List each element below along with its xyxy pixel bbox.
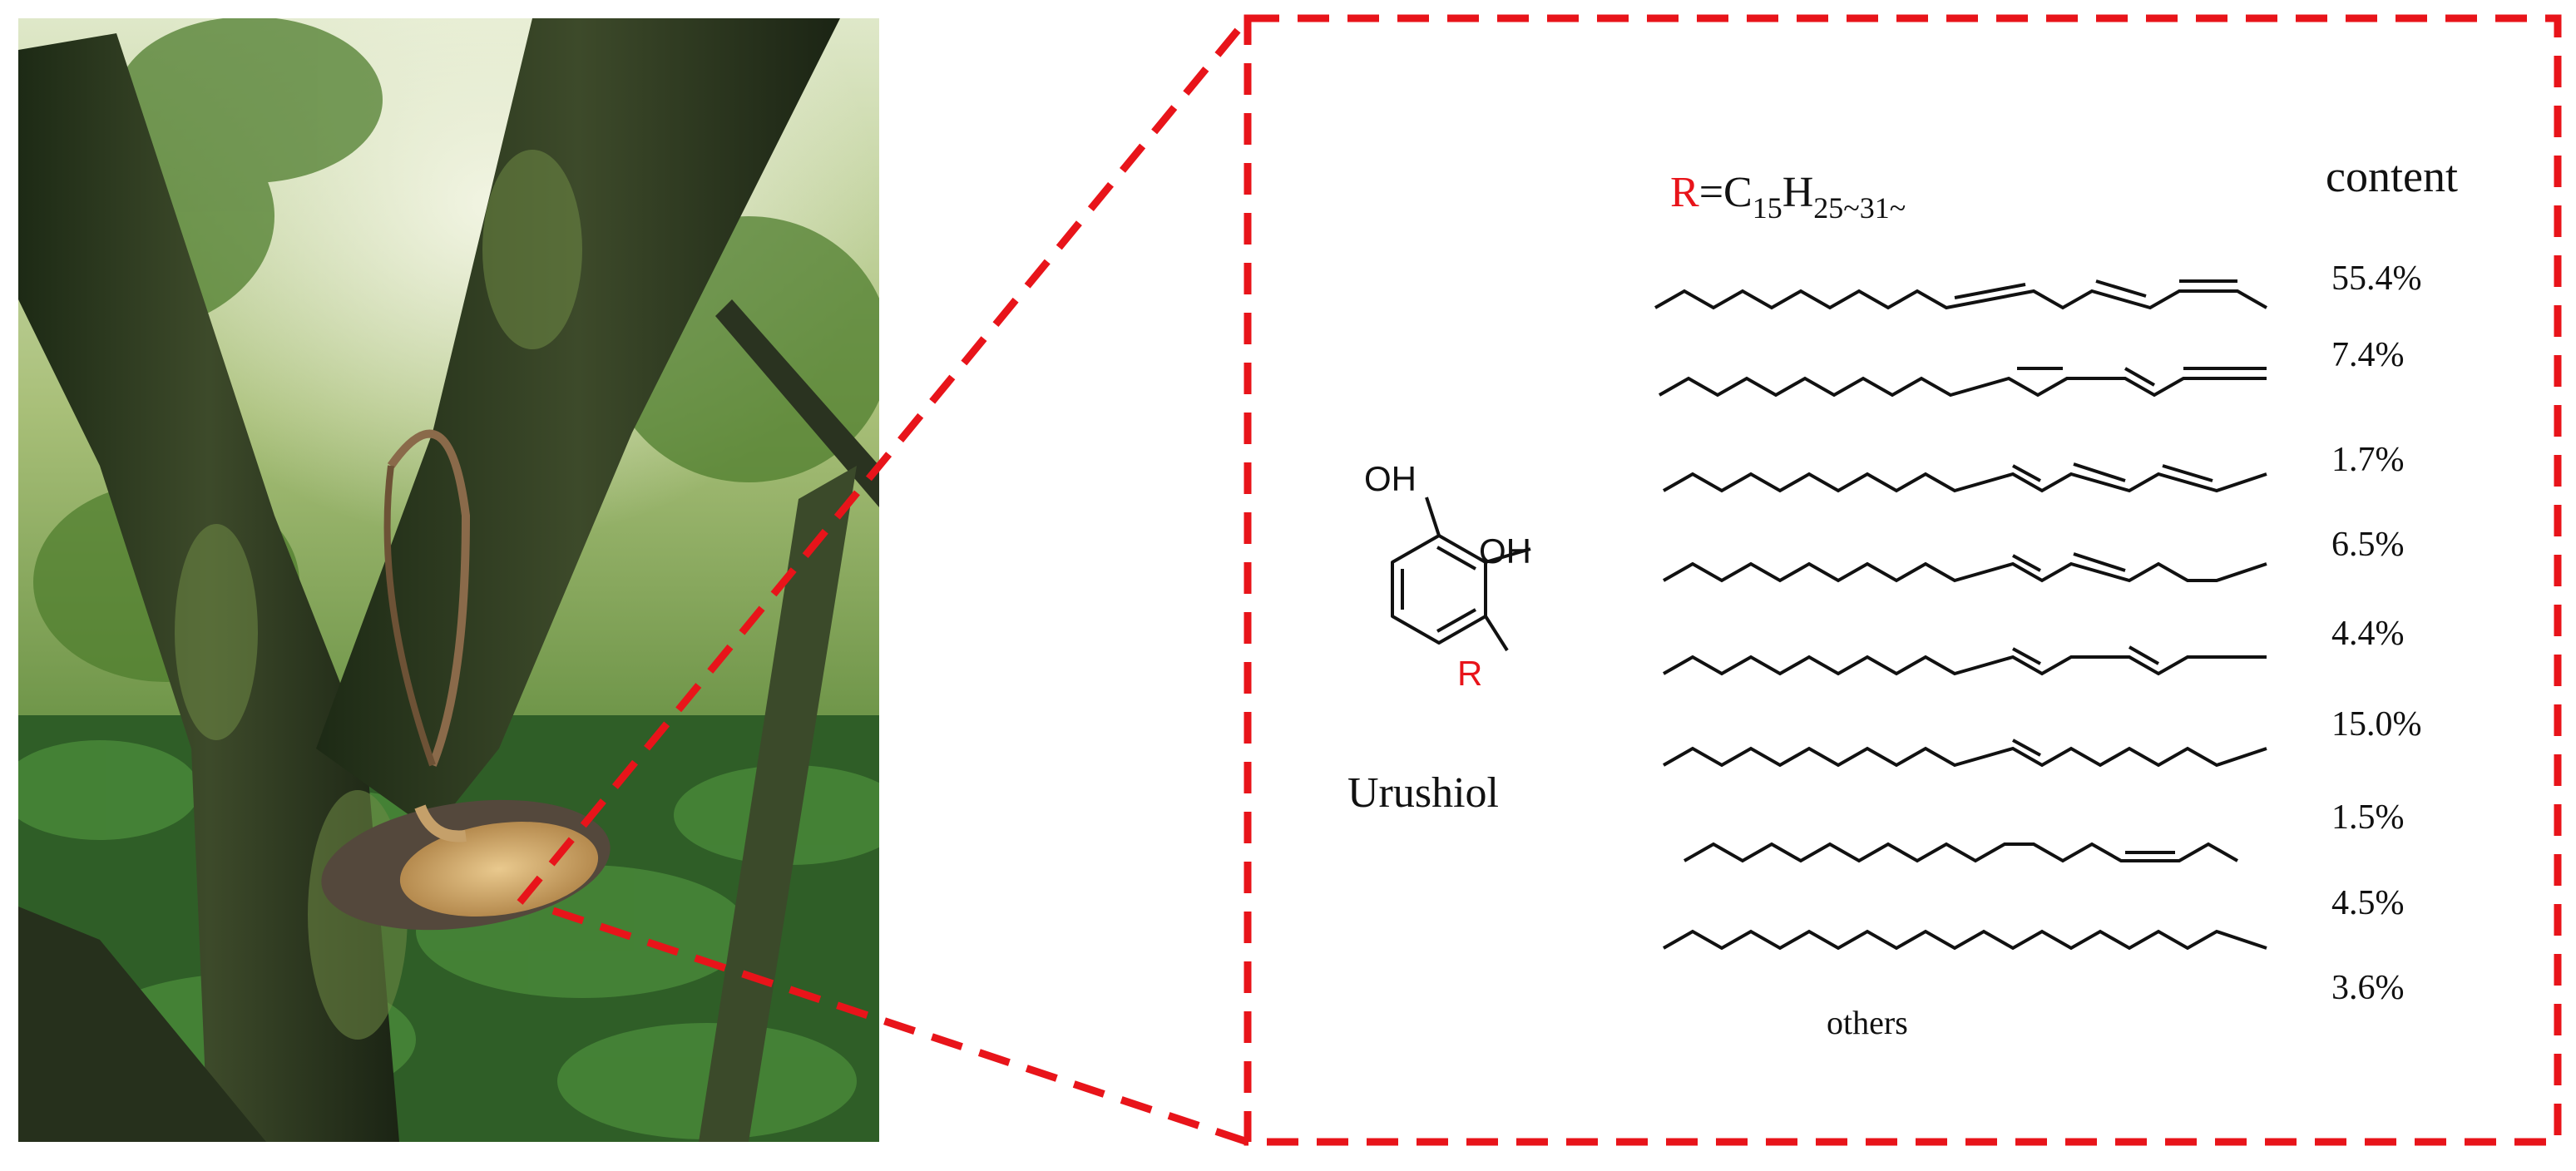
molecule-name: Urushiol	[1347, 769, 1499, 817]
side-chain-5	[1663, 655, 2267, 676]
content-value-5: 4.4%	[2331, 615, 2405, 653]
side-chain-4	[1663, 561, 2267, 583]
formula-hydrogen: H	[1782, 169, 1814, 216]
content-values: 55.4% 7.4% 1.7% 6.5% 4.4% 15.0% 1.5% 4.5…	[2331, 259, 2422, 1007]
lacquer-tree-tapping-photo	[18, 18, 879, 1142]
zoom-line-bottom	[551, 907, 1249, 1146]
content-value-8: 4.5%	[2331, 884, 2405, 922]
formula-carbon-count: 15	[1753, 191, 1782, 225]
r-group-formula: R=C15H25~31~	[1670, 169, 1906, 225]
content-value-3: 1.7%	[2331, 441, 2405, 479]
zoom-box	[1244, 14, 2562, 1146]
side-chain-7	[1684, 842, 2238, 863]
urushiol-structure: OH OH R Urushiol	[1347, 459, 1531, 817]
r-label: R	[1457, 654, 1482, 693]
side-chain-2	[1659, 376, 2267, 398]
benzene-ring	[1391, 497, 1531, 652]
zoom-line-top	[517, 16, 1251, 905]
content-value-2: 7.4%	[2331, 336, 2405, 374]
double-bonds	[1954, 279, 2267, 854]
oh-label-top: OH	[1364, 459, 1417, 498]
content-value-9: 3.6%	[2331, 969, 2405, 1007]
formula-hydrogen-range: 25~31~	[1813, 191, 1906, 225]
content-value-6: 15.0%	[2331, 705, 2422, 744]
zoom-callout	[517, 14, 2562, 1146]
formula-r: R	[1670, 169, 1699, 216]
formula-carbon: =C	[1699, 169, 1753, 216]
content-value-1: 55.4%	[2331, 259, 2422, 298]
oh-label-right: OH	[1479, 531, 1531, 571]
side-chain-1	[1654, 289, 2267, 310]
content-value-4: 6.5%	[2331, 526, 2405, 564]
oh-bond-right	[1485, 547, 1531, 564]
content-value-7: 1.5%	[2331, 798, 2405, 837]
side-chain-6	[1663, 746, 2267, 768]
content-header: content	[2326, 151, 2458, 201]
side-chain-3	[1663, 472, 2267, 493]
side-chain-8	[1663, 929, 2267, 951]
others-label: others	[1827, 1004, 1908, 1041]
r-bond	[1484, 615, 1509, 652]
oh-bond-top	[1425, 497, 1441, 536]
side-chain-list	[1654, 279, 2267, 951]
